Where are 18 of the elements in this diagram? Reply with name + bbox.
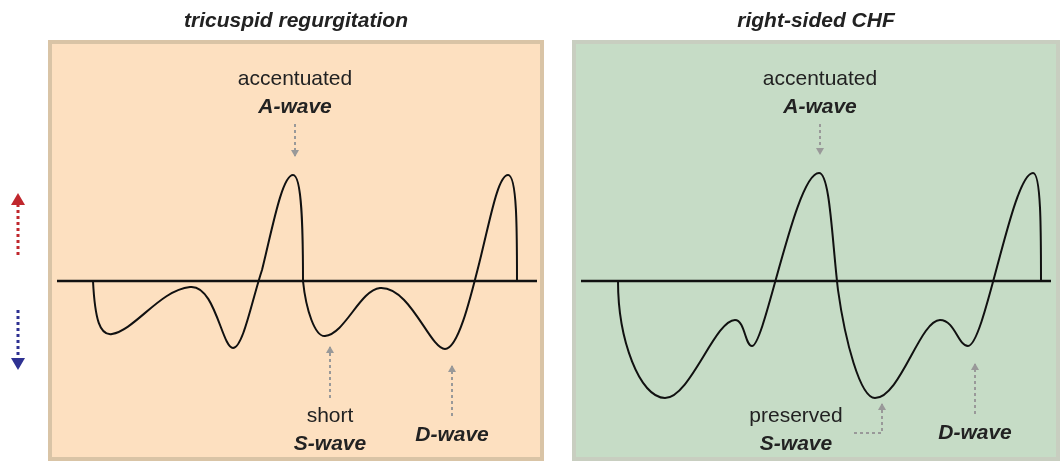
wave-label: A-wave — [782, 93, 858, 119]
wave-label: S-wave — [758, 430, 834, 456]
annotation-text: accentuated — [237, 65, 353, 91]
leader-arrow — [853, 403, 886, 434]
annotation-text: preserved — [749, 402, 843, 428]
wave-label: S-wave — [293, 430, 367, 456]
leader-arrow — [326, 346, 334, 399]
leader-arrow — [816, 123, 824, 155]
wave-label: A-wave — [257, 93, 333, 119]
annotation-text: short — [305, 402, 355, 428]
leader-arrow — [291, 123, 299, 157]
leader-arrow — [971, 363, 979, 415]
panel-title: right-sided CHF — [736, 8, 897, 32]
wave-label: D-wave — [938, 419, 1012, 445]
leader-arrow — [448, 365, 456, 417]
annotation-text: accentuated — [762, 65, 878, 91]
wave-label: D-wave — [415, 421, 489, 447]
panel-title: tricuspid regurgitation — [183, 8, 409, 32]
